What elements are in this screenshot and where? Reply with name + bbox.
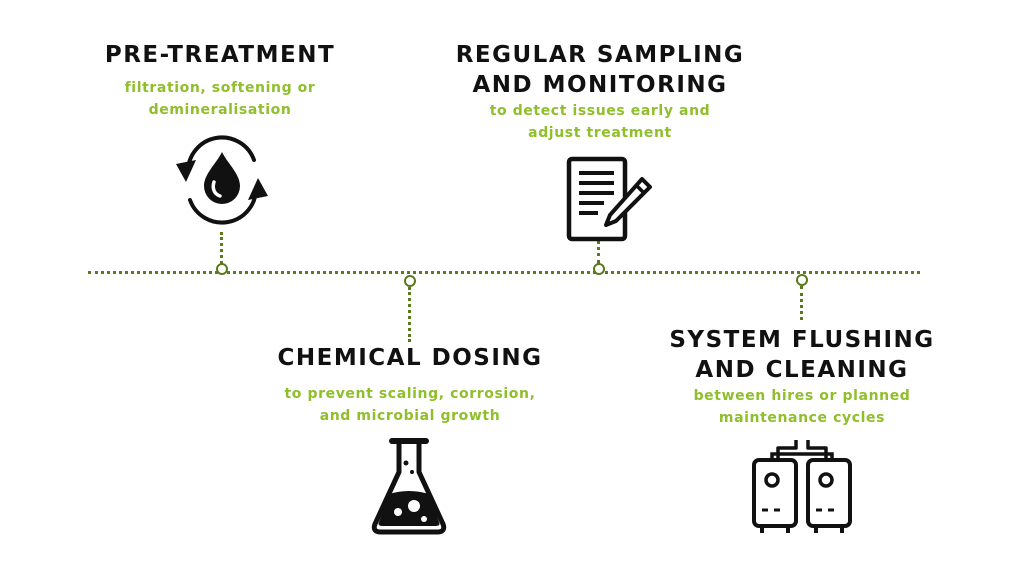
document-pen-icon [564, 155, 652, 243]
step-3-node [593, 263, 605, 275]
step-4-title: SYSTEM FLUSHING AND CLEANING [632, 325, 972, 385]
step-4-title-line-2: AND CLEANING [695, 357, 909, 383]
step-1-subtitle: filtration, softening or demineralisatio… [60, 77, 380, 121]
step-4-title-line-1: SYSTEM FLUSHING [669, 327, 935, 353]
step-4-subtitle-line-1: between hires or planned [693, 388, 911, 404]
step-2-subtitle: to prevent scaling, corrosion, and micro… [250, 383, 570, 427]
step-2-connector [408, 287, 411, 342]
step-2-node [404, 275, 416, 287]
timeline-line [88, 271, 920, 274]
step-3-title: REGULAR SAMPLING AND MONITORING [420, 40, 780, 100]
step-2-subtitle-line-1: to prevent scaling, corrosion, [284, 386, 536, 402]
step-3-subtitle: to detect issues early and adjust treatm… [440, 100, 760, 144]
step-3-subtitle-line-1: to detect issues early and [489, 103, 711, 119]
step-2-title-line-1: CHEMICAL DOSING [277, 345, 543, 371]
step-4-subtitle-line-2: maintenance cycles [718, 410, 886, 426]
step-4-node [796, 274, 808, 286]
step-2-title: CHEMICAL DOSING [250, 343, 570, 373]
step-3-subtitle-line-2: adjust treatment [528, 125, 672, 141]
step-1-node [216, 263, 228, 275]
step-3-connector [597, 240, 600, 264]
step-4-connector [800, 286, 803, 320]
step-1-subtitle-line-2: demineralisation [148, 102, 292, 118]
step-3-title-line-2: AND MONITORING [472, 72, 728, 98]
step-1-subtitle-line-1: filtration, softening or [124, 80, 316, 96]
boiler-units-icon [748, 436, 856, 536]
flask-icon [368, 436, 450, 536]
step-1-title-line-1: PRE-TREATMENT [104, 42, 336, 68]
step-2-subtitle-line-2: and microbial growth [319, 408, 501, 424]
step-4-subtitle: between hires or planned maintenance cyc… [642, 385, 962, 429]
water-drop-recycle-icon [170, 130, 274, 230]
step-3-title-line-1: REGULAR SAMPLING [455, 42, 745, 68]
step-1-connector [220, 232, 223, 264]
step-1-title: PRE-TREATMENT [60, 40, 380, 70]
